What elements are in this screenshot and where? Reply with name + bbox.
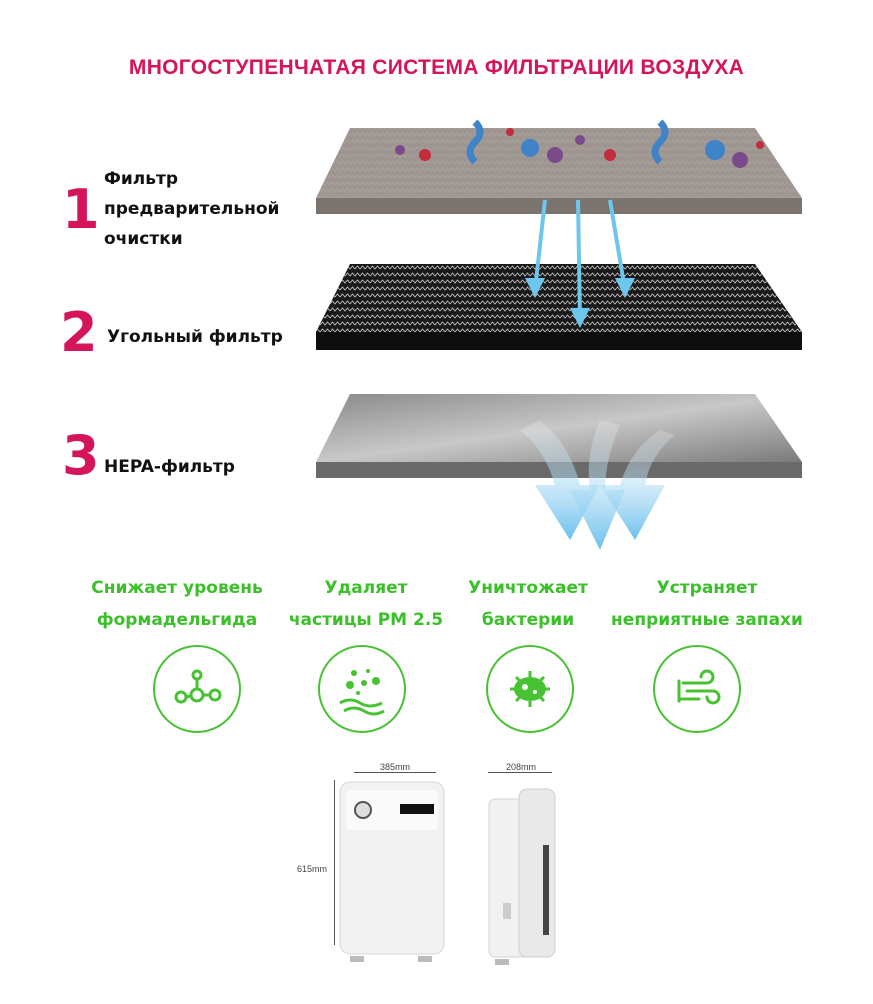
purifier-front-view: [339, 781, 445, 962]
dim-depth-line: [488, 772, 552, 773]
benefit-odors: Устраняет неприятные запахи: [607, 572, 807, 636]
page-title: МНОГОСТУПЕНЧАТАЯ СИСТЕМА ФИЛЬТРАЦИИ ВОЗД…: [128, 56, 745, 79]
wind-icon: [653, 645, 741, 733]
pre-filter-layer: [316, 119, 802, 214]
benefit-odors-line-1: Устраняет: [656, 578, 758, 598]
particles-icon: [318, 645, 406, 733]
benefit-pm25-line-1: Удаляет: [324, 578, 408, 598]
purifier-side-view: [488, 788, 556, 965]
filter-number-1: 1: [62, 178, 100, 241]
dim-width-label: 385mm: [380, 762, 411, 772]
filter-label-1-line-1: Фильтр: [104, 169, 178, 189]
benefit-bacteria-line-2: бактерии: [481, 610, 575, 630]
dim-width-line: [354, 772, 436, 773]
filter-label-3: HEPA-фильтр: [104, 457, 235, 477]
molecule-icon: [153, 645, 241, 733]
filter-label-2: Угольный фильтр: [107, 327, 283, 347]
virus-icon: [486, 645, 574, 733]
hepa-output-arrows: [520, 420, 675, 550]
carbon-filter-layer: [316, 264, 802, 350]
benefit-formaldehyde: Снижает уровень формадельгида: [77, 572, 277, 636]
dim-depth-label: 208mm: [506, 762, 537, 772]
filter-number-2: 2: [60, 301, 98, 364]
dim-height-line: [334, 780, 335, 945]
benefit-formaldehyde-line-1: Снижает уровень: [91, 578, 263, 598]
benefit-odors-line-2: неприятные запахи: [611, 610, 803, 630]
filter-layers-illustration: [316, 119, 802, 550]
benefit-bacteria: Уничтожает бактерии: [428, 572, 628, 636]
filter-label-1-line-2: предварительной: [104, 199, 280, 219]
filter-label-1-line-3: очистки: [104, 229, 183, 249]
benefit-bacteria-line-1: Уничтожает: [468, 578, 588, 598]
benefit-pm25-line-2: частицы PM 2.5: [288, 610, 444, 630]
filter-number-3: 3: [62, 424, 100, 487]
benefit-formaldehyde-line-2: формадельгида: [96, 610, 258, 630]
filter-label-1: Фильтр предварительной очистки: [104, 164, 279, 254]
airflow-arrows: [525, 199, 635, 328]
dim-height-label: 615mm: [297, 864, 328, 874]
benefit-pm25: Удаляет частицы PM 2.5: [266, 572, 466, 636]
